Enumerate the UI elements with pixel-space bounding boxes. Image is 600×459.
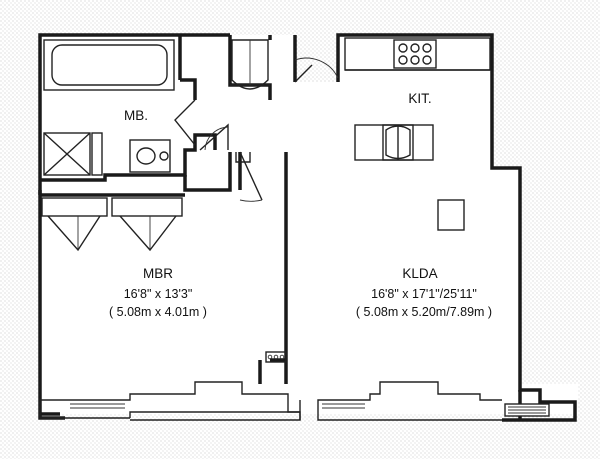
room-label-mbr: MBR (143, 266, 173, 281)
room-labels: MB. KIT. MBR 16'8" x 13'3" ( 5.08m x 4.0… (109, 91, 492, 319)
mbr-dimensions-imperial: 16'8" x 13'3" (124, 287, 193, 301)
kitchen-counter (344, 37, 491, 71)
shower-stall (43, 132, 103, 176)
room-label-klda: KLDA (402, 266, 437, 281)
hall-doors (199, 39, 339, 202)
mbr-dimensions-metric: ( 5.08m x 4.01m ) (109, 305, 207, 319)
klda-dimensions-imperial: 16'8" x 17'1"/25'11" (371, 287, 477, 301)
window-band (39, 381, 502, 421)
klda-dimensions-metric: ( 5.08m x 5.20m/7.89m ) (356, 305, 492, 319)
bath-fixtures (129, 99, 196, 173)
closets (41, 197, 183, 252)
entry-walls (235, 152, 287, 363)
kitchen-island (354, 124, 434, 161)
column (437, 199, 465, 231)
bathtub (43, 39, 175, 91)
room-label-mb: MB. (124, 108, 148, 123)
room-label-kit: KIT. (408, 91, 431, 106)
radiator (504, 403, 550, 417)
interior-walls (38, 35, 288, 384)
